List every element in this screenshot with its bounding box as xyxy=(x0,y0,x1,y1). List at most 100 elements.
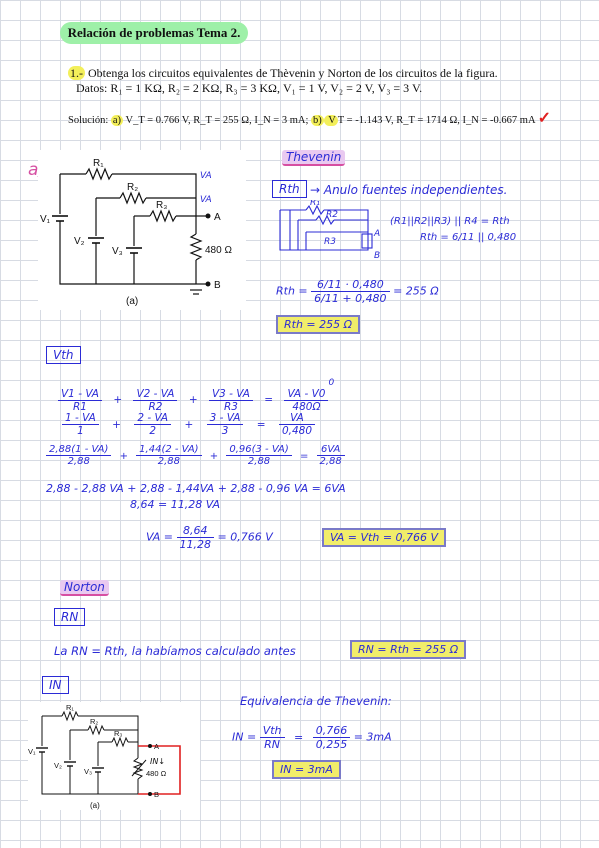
circuit-diagram-a: R₁ R₂ R₃ V₁ V₂ V₃ A B 480 Ω VA VA (a) xyxy=(38,150,246,310)
eq1-num-3: V3 - VA xyxy=(208,388,253,401)
mini-r3: R3 xyxy=(324,237,336,247)
label-va2: VA xyxy=(200,195,212,205)
label-v2: V₂ xyxy=(74,236,85,247)
label-r1: R₁ xyxy=(93,158,104,169)
norton-label-v1: V₁ xyxy=(28,747,36,756)
in-den-2: 0,255 xyxy=(315,738,348,751)
solution-b-v: V xyxy=(323,115,338,126)
eq2-op-2: + xyxy=(184,418,194,431)
thevenin-heading: Thevenin xyxy=(282,150,346,166)
solution-a: V_T = 0.766 V, R_T = 255 Ω, I_N = 3 mA; xyxy=(123,115,312,126)
eq1-op-2: + xyxy=(188,394,198,406)
sheet-title: Relación de problemas Tema 2. xyxy=(60,22,248,44)
eq1-num-4: VA - V0 xyxy=(284,388,329,401)
norton-current-arrow: IN↓ xyxy=(150,757,165,766)
rth-calc-fraction: 6/11 · 0,480 6/11 + 0,480 xyxy=(311,278,390,305)
in-num-2: 0,766 xyxy=(312,724,351,738)
norton-label-r1: R₁ xyxy=(66,703,74,712)
norton-label-r2: R₂ xyxy=(90,717,98,726)
eq1-den-3: R3 xyxy=(223,400,238,413)
thevenin-mini-circuit: R₁ R2 R3 A B xyxy=(279,200,380,260)
label-r2: R₂ xyxy=(127,182,138,193)
label-load: 480 Ω xyxy=(205,245,232,256)
figure-a-caption: (a) xyxy=(126,296,138,307)
norton-label-v2: V₂ xyxy=(54,761,62,770)
eq3-num-4: 6VA xyxy=(316,444,345,456)
norton-label-b: B xyxy=(154,790,159,799)
vth-result: VA = Vth = 0,766 V xyxy=(322,528,447,547)
rth-note: → Anulo fuentes independientes. xyxy=(310,183,508,197)
vth-label: Vth xyxy=(46,346,81,364)
norton-label-r3: R₃ xyxy=(114,729,122,738)
eq3-term-1: 2,88(1 - VA)2,88 xyxy=(46,444,112,467)
rth-calc-rhs: = 255 Ω xyxy=(393,284,439,298)
norton-heading: Norton xyxy=(60,580,109,596)
eq3-den-4: 2,88 xyxy=(319,456,342,467)
eq2-den-1: 1 xyxy=(77,425,84,437)
rth-calculation: Rth = 6/11 · 0,480 6/11 + 0,480 = 255 Ω xyxy=(276,278,439,305)
eq2-num-4: VA xyxy=(278,412,315,425)
resistor-r2 xyxy=(119,191,147,205)
eq1-equals: = xyxy=(264,394,274,406)
eq1-den-1: R1 xyxy=(73,400,87,413)
norton-label-a: A xyxy=(154,742,159,751)
in-result: IN = 3mA xyxy=(272,760,341,779)
in-den-1: RN xyxy=(264,738,281,751)
eq1-op-1: + xyxy=(113,394,123,406)
eq1-den-2: R2 xyxy=(148,400,163,413)
rth-calc-num: 6/11 · 0,480 xyxy=(311,278,390,292)
resistor-r3 xyxy=(149,209,177,223)
eq1-den-4: 480Ω xyxy=(292,400,321,413)
label-va1: VA xyxy=(200,171,212,181)
eq1-num-2: V2 - VA xyxy=(133,388,178,401)
mini-a: A xyxy=(373,229,380,239)
eq3-term-2: 1,44(2 - VA)2,88 xyxy=(136,444,202,467)
norton-label-v3: V₃ xyxy=(84,767,92,776)
rn-text: La RN = Rth, la habíamos calculado antes xyxy=(54,644,296,658)
solution-b: T = -1.143 V, R_T = 1714 Ω, I_N = -0.667… xyxy=(337,115,535,126)
in-rhs: = 3mA xyxy=(353,730,392,744)
problem-text: Obtenga los circuitos equivalentes de Th… xyxy=(85,66,498,80)
check-mark-icon: ✓ xyxy=(537,110,552,127)
eq3-equals: = xyxy=(299,450,309,462)
thevenin-equivalence-text: Equivalencia de Thevenin: xyxy=(240,694,392,708)
eq2-num-3: 3 - VA xyxy=(206,412,244,425)
vth-equation-5: 8,64 = 11,28 VA xyxy=(130,498,220,511)
eq1-num-1: V1 - VA xyxy=(58,388,102,401)
mini-b: B xyxy=(374,251,380,260)
label-v3: V₃ xyxy=(112,246,123,257)
rth-result: Rth = 255 Ω xyxy=(276,315,361,334)
in-label: IN xyxy=(42,676,69,694)
eq2-equals: = xyxy=(256,418,266,431)
mini-r1: R₁ xyxy=(310,200,320,208)
vth-equation-3: 2,88(1 - VA)2,88 + 1,44(2 - VA)2,88 + 0,… xyxy=(46,444,345,467)
eq3-den-1: 2,88 xyxy=(67,456,90,467)
label-a: A xyxy=(214,212,221,223)
eq2-op-1: + xyxy=(112,418,121,431)
va-rhs: = 0,766 V xyxy=(217,530,273,544)
label-v1: V₁ xyxy=(40,214,51,225)
solution-line: Solución: a) V_T = 0.766 V, R_T = 255 Ω,… xyxy=(68,108,551,128)
circuit-diagram-norton: R₁ R₂ R₃ V₁ V₂ V₃ A B 480 Ω IN↓ (a) xyxy=(28,702,200,810)
vth-equation-4: 2,88 - 2,88 VA + 2,88 - 1,44VA + 2,88 - … xyxy=(46,482,346,495)
eq1-superscript: 0 xyxy=(328,378,335,388)
va-num: 8,64 xyxy=(176,524,215,538)
eq3-num-2: 1,44(2 - VA) xyxy=(136,444,202,456)
resistor-r1 xyxy=(85,167,113,181)
node-b-dot xyxy=(205,281,211,287)
eq3-op-1: + xyxy=(119,450,128,462)
eq2-num-2: 2 - VA xyxy=(134,412,172,425)
eq3-den-2: 2,88 xyxy=(157,456,180,467)
node-a-dot xyxy=(205,213,211,219)
